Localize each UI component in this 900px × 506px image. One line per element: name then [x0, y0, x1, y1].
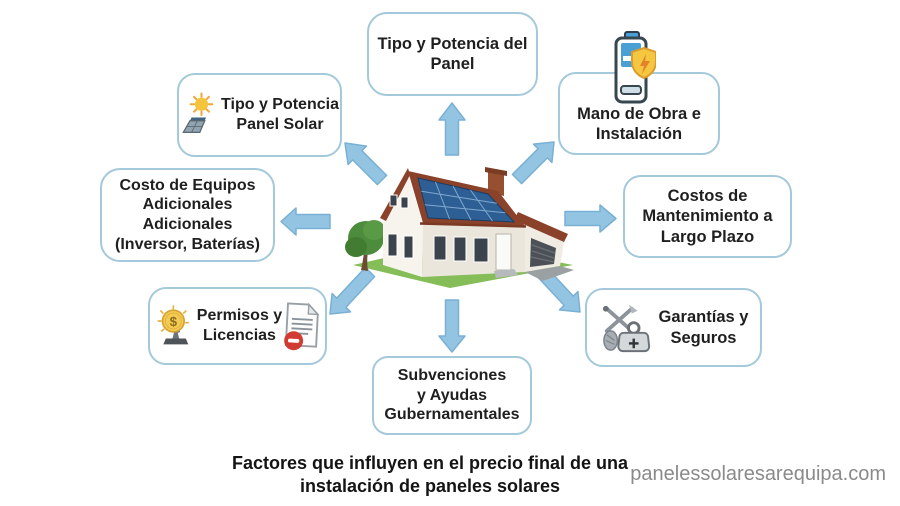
node-label-line: Adicionales: [142, 196, 233, 214]
node-label: Mano de Obra e Instalación: [577, 104, 701, 144]
node-label: Costo de Equipos Adicionales Adicionales…: [115, 176, 260, 254]
diagram-title-line: instalación de paneles solares: [299, 476, 561, 497]
tools-weight-icon: [602, 304, 650, 352]
node-tipo-potencia-del-panel: Tipo y Potencia del Panel: [367, 12, 538, 96]
node-label-line: Mano de Obra e: [577, 104, 701, 123]
tree-icon: [345, 220, 385, 271]
watermark-text: panelessolaresarequipa.com: [630, 463, 886, 485]
node-label: Tipo y Potencia Panel Solar: [221, 95, 339, 134]
node-label-line: Costo de Equipos: [119, 176, 256, 194]
battery-shield-icon: [614, 31, 656, 104]
node-costo-equipos-adicionales: Costo de Equipos Adicionales Adicionales…: [100, 168, 275, 262]
arrow-up-icon: [438, 102, 466, 156]
node-label-line: Permisos y: [196, 307, 283, 325]
house-with-solar-panels-illustration: [345, 167, 574, 288]
node-label-line: Licencias: [203, 327, 276, 344]
node-label-line: Panel: [430, 55, 475, 73]
node-subvenciones-ayudas: Subvenciones y Ayudas Gubernamentales: [372, 356, 532, 435]
node-label-line: (Inversor, Baterías): [115, 235, 260, 253]
node-label-line: Panel Solar: [236, 116, 324, 133]
node-label-line: Instalación: [595, 124, 683, 143]
node-label-line: Garantías y: [658, 308, 749, 327]
node-label-line: Costos de: [667, 187, 748, 206]
node-label: Tipo y Potencia del Panel: [377, 34, 527, 74]
arrow-left-icon: [280, 207, 331, 236]
node-label: Costos de Mantenimiento a Largo Plazo: [642, 186, 772, 246]
node-label: Subvenciones y Ayudas Gubernamentales: [384, 366, 519, 425]
node-label-line: Tipo y Potencia: [221, 96, 339, 114]
node-label-line: y Ayudas: [417, 386, 487, 404]
node-label-line: Largo Plazo: [660, 227, 755, 246]
node-label-line: Adicionales: [142, 216, 233, 233]
diagram-title-line: Factores que influyen en el precio final…: [231, 453, 629, 473]
node-label-line: Mantenimiento a: [642, 207, 773, 226]
node-garantias-seguros: Garantías y Seguros: [585, 288, 762, 367]
solar-panel-grid: [421, 181, 506, 222]
node-permisos-licencias: $ Permisos y Licencias: [148, 287, 327, 365]
node-label: Permisos y Licencias: [197, 306, 282, 345]
node-label: Garantías y Seguros: [659, 307, 749, 347]
node-label-line: Subvenciones: [397, 367, 507, 385]
diagram-title: Factores que influyen en el precio final…: [160, 452, 700, 498]
document-denied-icon: [284, 302, 320, 351]
node-tipo-potencia-panel-solar: Tipo y Potencia Panel Solar: [177, 73, 342, 157]
sun-solar-panel-icon: [182, 92, 214, 133]
node-label-line: Seguros: [670, 328, 737, 347]
node-label-line: Gubernamentales: [384, 406, 520, 424]
node-label-line: Tipo y Potencia del: [377, 34, 528, 53]
svg-text:$: $: [169, 314, 177, 329]
coin-stamp-icon: $: [157, 305, 189, 345]
node-costos-mantenimiento: Costos de Mantenimiento a Largo Plazo: [623, 175, 792, 258]
